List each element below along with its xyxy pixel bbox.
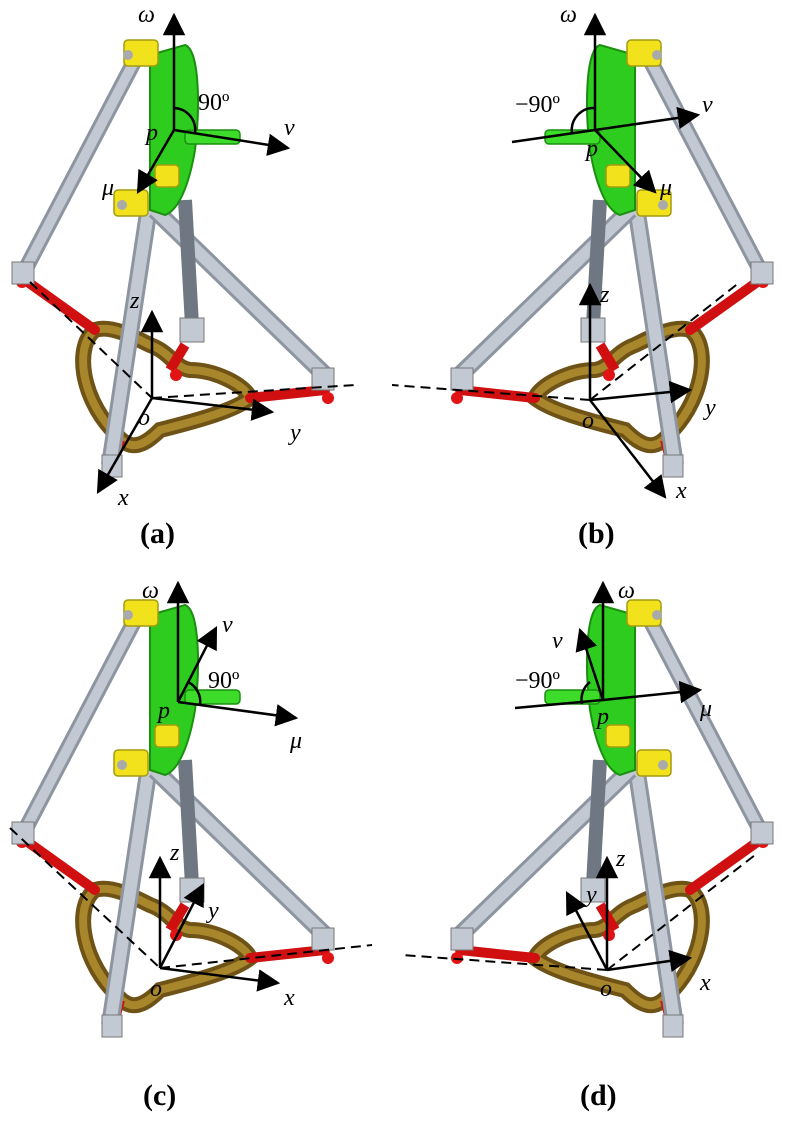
mechanism-b [451, 40, 773, 477]
axes-a [96, 12, 291, 494]
x-axis [589, 399, 667, 499]
v-label: v [222, 612, 233, 638]
v-axis [575, 627, 605, 701]
angle-label: −90º [515, 92, 561, 118]
angle-label: 90º [198, 90, 230, 116]
y-label: y [703, 395, 716, 421]
mu-axis [177, 700, 299, 727]
p-label: p [584, 136, 598, 162]
v-axis [594, 106, 701, 132]
y-axis [565, 891, 609, 971]
omega-label: ω [138, 2, 155, 28]
angle-arc [570, 106, 596, 134]
panel-d: ω v −90º p μ z y o x (d) [401, 578, 773, 1112]
guide-lines-d [401, 854, 756, 971]
panel-caption: (b) [578, 517, 615, 550]
panel-c: ω v 90º p μ z y o x (c) [9, 578, 373, 1112]
x-axis [96, 397, 154, 494]
p-label: p [156, 698, 170, 724]
omega-label: ω [618, 578, 635, 604]
mu-axis [594, 129, 657, 194]
angle-label: 90º [208, 668, 240, 694]
y-label: y [584, 882, 597, 908]
green-link-axis [511, 128, 596, 144]
panel-caption: (a) [140, 517, 175, 550]
angle-arc [173, 106, 197, 134]
panel-a: ω 90º v p μ z o y x (a) [12, 2, 356, 550]
axes-c [148, 580, 299, 992]
guide-lines-c [9, 827, 373, 969]
panel-caption: (d) [580, 1079, 617, 1112]
guide-lines-a [29, 281, 356, 399]
mu-axis [136, 129, 176, 194]
mu-label: μ [289, 728, 302, 754]
z-label: z [615, 846, 626, 872]
x-label: x [117, 485, 129, 511]
axes-d [514, 580, 703, 973]
v-label: v [552, 628, 563, 654]
guide-lines-b [391, 281, 741, 401]
angle-label: −90º [515, 668, 561, 694]
x-axis [606, 949, 693, 973]
omega-label: ω [142, 578, 159, 604]
z-label: z [129, 288, 140, 314]
o-label: o [138, 405, 150, 431]
v-axis [173, 128, 291, 156]
p-label: p [595, 704, 609, 730]
x-label: x [283, 985, 295, 1011]
y-axis [589, 380, 693, 404]
z-label: z [599, 282, 610, 308]
omega-label: ω [560, 2, 577, 28]
v-axis [176, 625, 218, 703]
v-label: v [284, 115, 295, 141]
mu-axis [602, 680, 703, 704]
mu-label: μ [101, 175, 114, 201]
panel-caption: (c) [143, 1079, 176, 1112]
mechanism-c [12, 600, 334, 1037]
z-label: z [169, 840, 180, 866]
green-link-axis [514, 698, 604, 710]
axes-b [511, 12, 701, 499]
x-label: x [675, 478, 687, 504]
o-label: o [150, 976, 162, 1002]
v-label: v [702, 92, 713, 118]
y-label: y [206, 898, 219, 924]
o-label: o [600, 976, 612, 1002]
mu-label: μ [659, 175, 672, 201]
mechanism-d [451, 600, 773, 1037]
p-label: p [144, 120, 158, 146]
y-axis [151, 396, 275, 421]
x-axis [159, 966, 281, 992]
y-axis [158, 883, 205, 969]
panel-b: ω −90º v p μ z o y x (b) [391, 2, 773, 550]
y-label: y [288, 420, 301, 446]
angle-arc [187, 680, 202, 706]
o-label: o [582, 408, 594, 434]
x-label: x [699, 970, 711, 996]
mu-label: μ [699, 696, 712, 722]
angle-arc [580, 681, 591, 705]
